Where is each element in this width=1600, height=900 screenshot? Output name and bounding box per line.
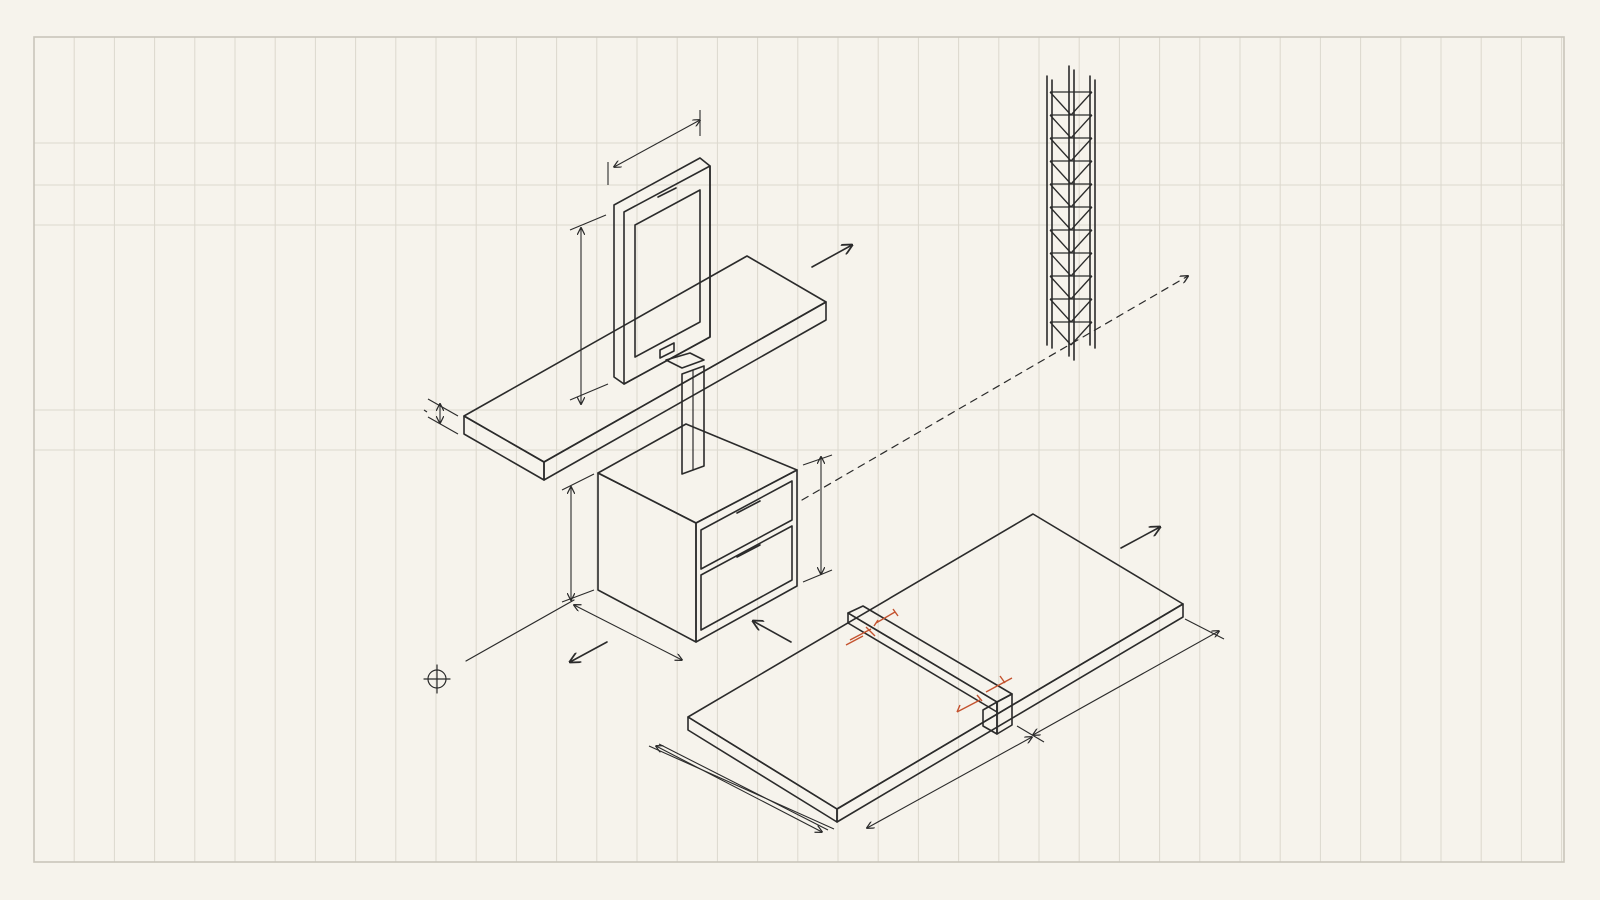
tower-brace	[1070, 321, 1093, 346]
lattice-tower-icon	[1046, 65, 1096, 361]
drawing-frame	[33, 36, 1565, 863]
tower-brace	[1049, 91, 1072, 116]
arrow-icon	[570, 245, 1160, 662]
dashed-projection-line	[801, 276, 1188, 501]
origin-leader-line	[465, 599, 575, 662]
tower-brace	[1070, 252, 1093, 277]
tower-brace	[1070, 114, 1093, 139]
tower-brace	[1049, 252, 1072, 277]
grid-lines	[33, 37, 1564, 862]
bracket-markers	[845, 608, 1013, 713]
tower-brace	[1049, 229, 1072, 254]
tower-brace	[1049, 160, 1072, 185]
tower-brace	[1070, 275, 1093, 300]
panel-dimensions	[648, 618, 1225, 832]
tower-brace	[1070, 229, 1093, 254]
tower-brace	[1070, 160, 1093, 185]
tower-brace	[1070, 206, 1093, 231]
crosshair-origin-icon	[423, 664, 451, 694]
tower-brace	[1049, 275, 1072, 300]
shelf-thickness-dimension	[423, 398, 459, 435]
tower-brace	[1070, 298, 1093, 323]
tower-brace	[1049, 137, 1072, 162]
tower-brace	[1049, 206, 1072, 231]
red-bracket	[847, 605, 1013, 735]
floating-shelf	[463, 255, 827, 481]
tower-brace	[1070, 91, 1093, 116]
tablet-dimensions	[569, 110, 700, 404]
cabinet-dimensions	[561, 454, 833, 660]
tower-brace	[1070, 183, 1093, 208]
tower-brace	[1049, 183, 1072, 208]
support-post	[665, 352, 705, 475]
tower-brace	[1049, 298, 1072, 323]
tower-brace	[1049, 114, 1072, 139]
drawer-cabinet	[597, 423, 798, 643]
tower-brace	[1070, 137, 1093, 162]
tower-brace	[1049, 321, 1072, 346]
